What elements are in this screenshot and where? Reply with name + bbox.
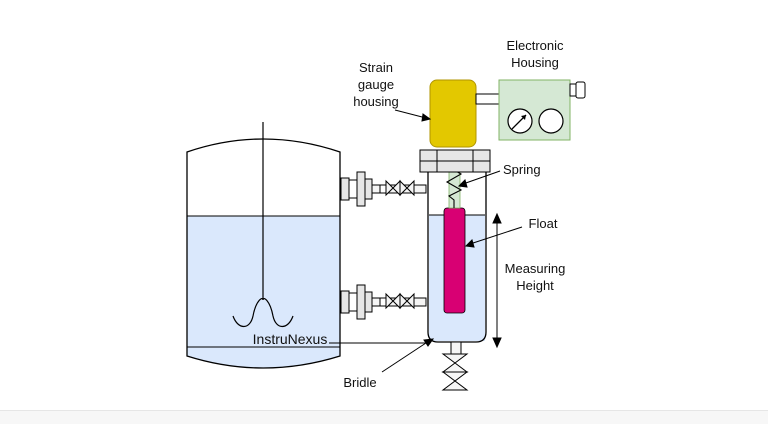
spring-label: Spring [503, 162, 541, 177]
cable-gland-icon [569, 81, 586, 99]
lower-valve-icon[interactable] [379, 292, 415, 310]
strain-gauge-housing [429, 79, 477, 148]
level-transmitter-diagram: Electronic Housing Strain gauge housing … [186, 38, 586, 391]
display-circle-icon [538, 108, 564, 134]
page-footer-strip [0, 410, 768, 424]
bridle-chamber [419, 149, 491, 391]
float-label: Float [529, 216, 558, 231]
lower-flange-left [340, 290, 350, 314]
agitator-icon [232, 122, 294, 328]
annotation-lines [329, 109, 523, 373]
electronic-housing [498, 79, 586, 141]
top-flange [419, 149, 491, 162]
drain-valve-icon[interactable] [441, 341, 469, 391]
measuring-height-label-line1: Measuring [505, 261, 566, 276]
brand-label: InstruNexus [253, 331, 328, 347]
measuring-height-label-line2: Height [516, 278, 554, 293]
upper-valve-icon[interactable] [379, 179, 415, 197]
lower-flange-right [356, 284, 366, 320]
upper-flange-right [356, 171, 366, 207]
strain-gauge-label-line2: gauge [358, 77, 394, 92]
electronic-housing-label-line1: Electronic [506, 38, 564, 53]
strain-gauge-label-line1: Strain [359, 60, 393, 75]
housing-connector [475, 93, 501, 105]
lower-nozzle [339, 284, 427, 320]
storage-tank [186, 122, 341, 369]
gauge-dial-icon [507, 108, 533, 134]
float [443, 207, 466, 314]
tank-body [186, 138, 341, 369]
upper-flange-left [340, 177, 350, 201]
electronic-housing-label-line2: Housing [511, 55, 559, 70]
upper-nozzle [339, 171, 427, 207]
strain-gauge-label-line3: housing [353, 94, 399, 109]
bridle-label: Bridle [343, 375, 376, 390]
